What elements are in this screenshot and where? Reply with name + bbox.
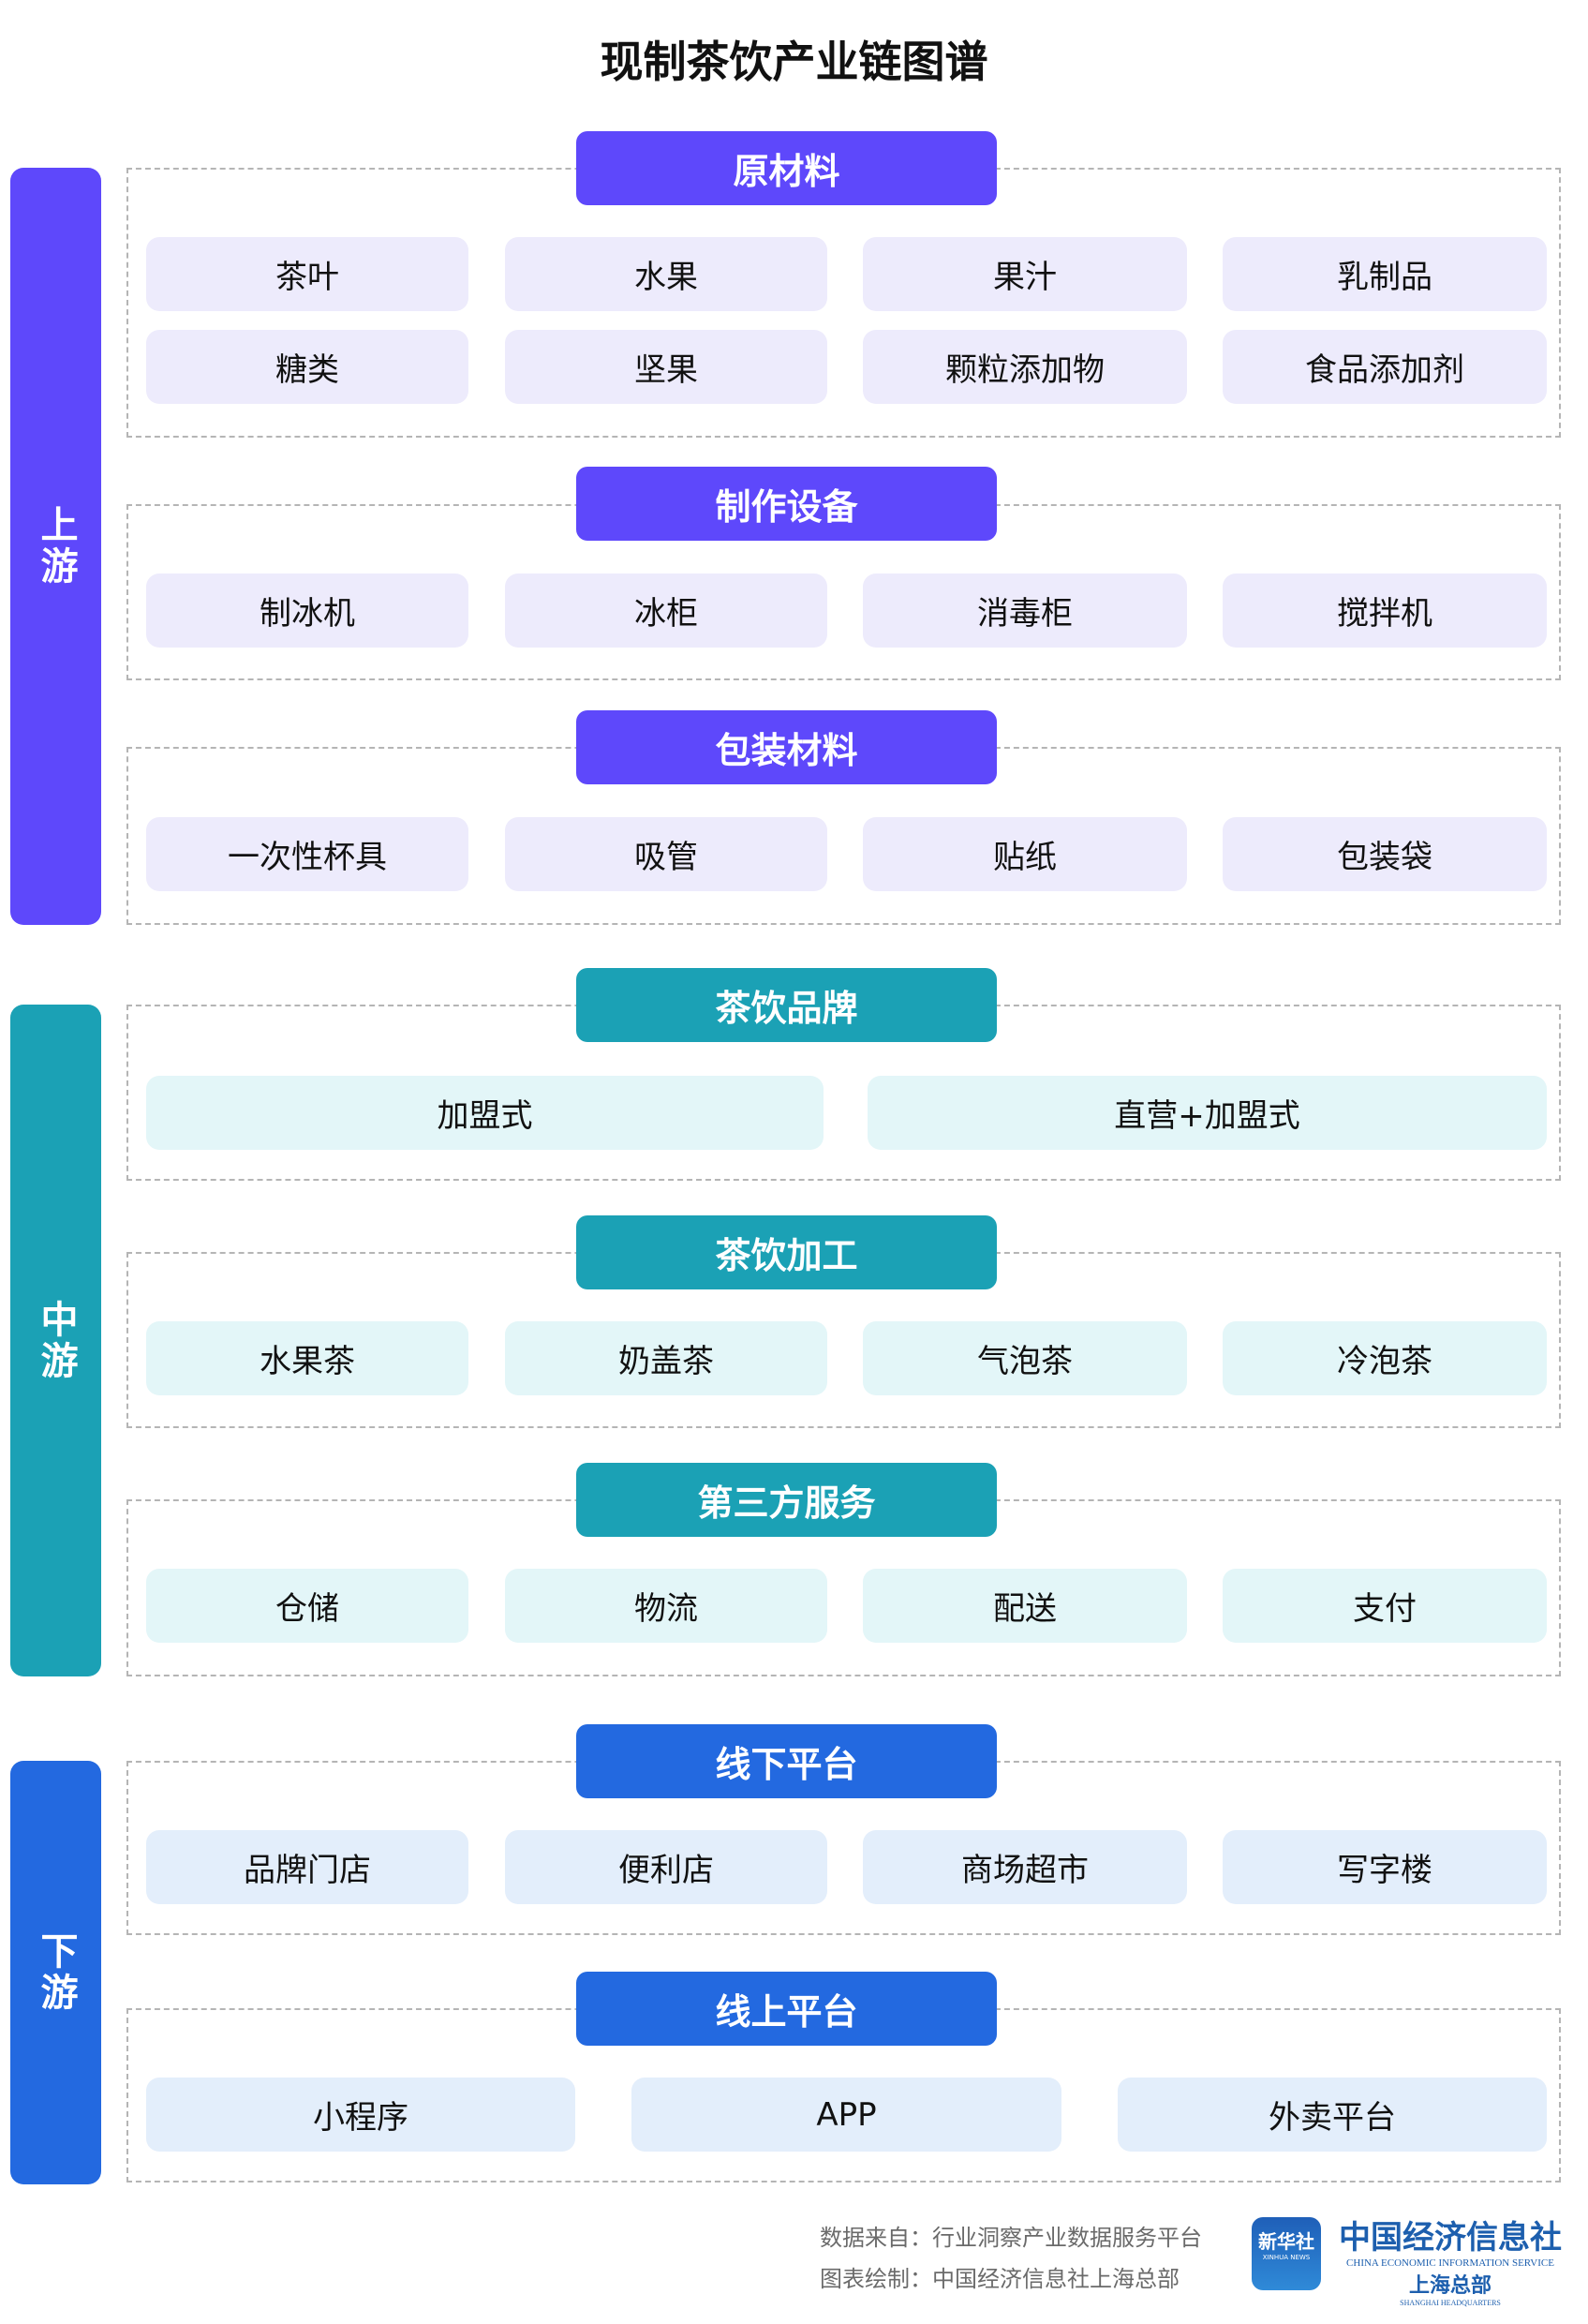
list-item: 消毒柜 xyxy=(863,574,1187,648)
list-item: 品牌门店 xyxy=(146,1830,468,1904)
section-header-offline: 线下平台 xyxy=(576,1724,997,1798)
list-item: 冰柜 xyxy=(505,574,827,648)
list-item: 小程序 xyxy=(146,2078,575,2152)
list-item: 物流 xyxy=(505,1569,827,1643)
list-item: 冷泡茶 xyxy=(1223,1321,1547,1395)
list-item: 直营+加盟式 xyxy=(868,1076,1547,1150)
list-item: 便利店 xyxy=(505,1830,827,1904)
ceis-logo-sub: 上海总部 xyxy=(1408,2273,1492,2298)
xinhua-logo-en: XINHUA NEWS xyxy=(1262,2254,1311,2261)
list-item: 食品添加剂 xyxy=(1223,330,1547,404)
midstream-band: 中游 xyxy=(10,1005,101,1676)
section-header-processing: 茶饮加工 xyxy=(576,1215,997,1289)
downstream-band: 下游 xyxy=(10,1761,101,2184)
list-item: 奶盖茶 xyxy=(505,1321,827,1395)
list-item: 外卖平台 xyxy=(1118,2078,1547,2152)
chart-credit: 图表绘制：中国经济信息社上海总部 xyxy=(820,2266,1180,2292)
data-source: 数据来自：行业洞察产业数据服务平台 xyxy=(820,2225,1202,2251)
downstream-label: 下游 xyxy=(34,1931,78,2014)
list-item: 配送 xyxy=(863,1569,1187,1643)
section-header-brands: 茶饮品牌 xyxy=(576,968,997,1042)
xinhua-logo-text: 新华社 xyxy=(1258,2230,1314,2253)
list-item: 写字楼 xyxy=(1223,1830,1547,1904)
xinhua-logo-icon: 新华社 XINHUA NEWS xyxy=(1252,2217,1321,2290)
list-item: 水果 xyxy=(505,237,827,311)
list-item: 包装袋 xyxy=(1223,817,1547,891)
list-item: 商场超市 xyxy=(863,1830,1187,1904)
list-item: 搅拌机 xyxy=(1223,574,1547,648)
list-item: APP xyxy=(631,2078,1061,2152)
list-item: 颗粒添加物 xyxy=(863,330,1187,404)
ceis-logo-text: 中国经济信息社 xyxy=(1339,2219,1562,2257)
ceis-logo-en: CHINA ECONOMIC INFORMATION SERVICE xyxy=(1346,2257,1554,2269)
list-item: 乳制品 xyxy=(1223,237,1547,311)
list-item: 茶叶 xyxy=(146,237,468,311)
section-header-online: 线上平台 xyxy=(576,1972,997,2046)
upstream-label: 上游 xyxy=(34,505,78,588)
midstream-label: 中游 xyxy=(34,1299,78,1382)
list-item: 支付 xyxy=(1223,1569,1547,1643)
section-header-packaging: 包装材料 xyxy=(576,710,997,784)
list-item: 坚果 xyxy=(505,330,827,404)
list-item: 水果茶 xyxy=(146,1321,468,1395)
list-item: 加盟式 xyxy=(146,1076,824,1150)
ceis-logo-sub-en: SHANGHAI HEADQUARTERS xyxy=(1400,2299,1501,2307)
section-header-equipment: 制作设备 xyxy=(576,467,997,541)
list-item: 果汁 xyxy=(863,237,1187,311)
list-item: 吸管 xyxy=(505,817,827,891)
upstream-band: 上游 xyxy=(10,168,101,925)
section-header-raw-materials: 原材料 xyxy=(576,131,997,205)
list-item: 糖类 xyxy=(146,330,468,404)
page-title: 现制茶饮产业链图谱 xyxy=(600,37,988,87)
list-item: 仓储 xyxy=(146,1569,468,1643)
section-header-third-party: 第三方服务 xyxy=(576,1463,997,1537)
ceis-logo: 中国经济信息社 CHINA ECONOMIC INFORMATION SERVI… xyxy=(1338,2212,1563,2307)
list-item: 一次性杯具 xyxy=(146,817,468,891)
list-item: 制冰机 xyxy=(146,574,468,648)
list-item: 贴纸 xyxy=(863,817,1187,891)
list-item: 气泡茶 xyxy=(863,1321,1187,1395)
